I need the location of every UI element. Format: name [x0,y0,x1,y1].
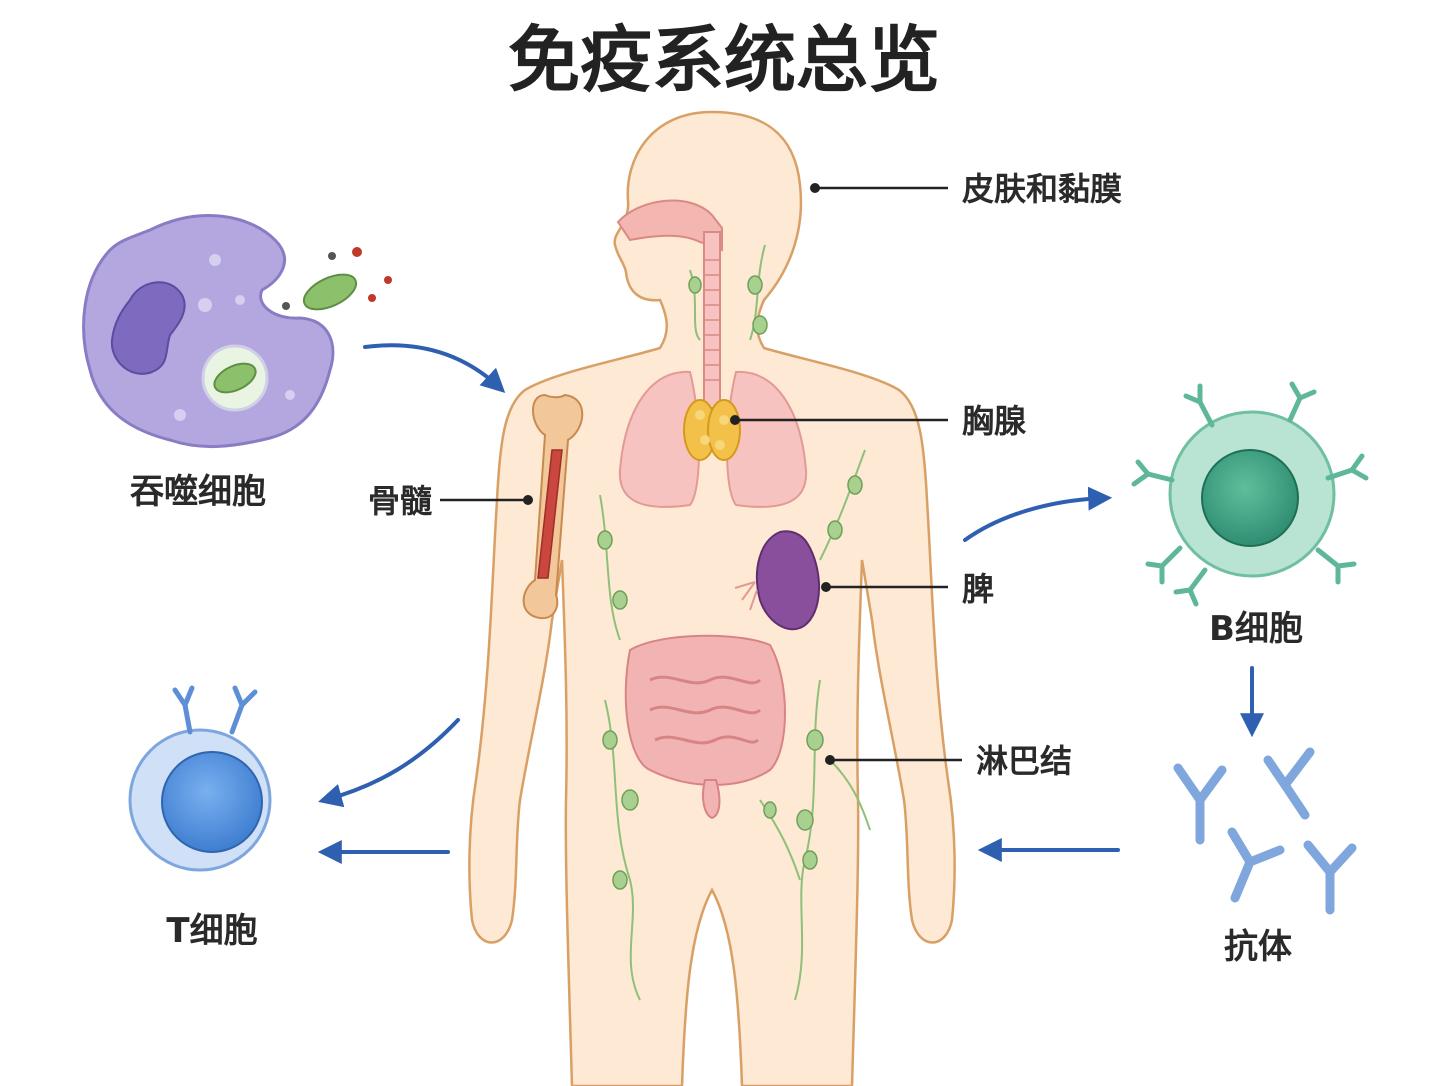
human-body [468,110,956,1086]
label-lymph-nodes: 淋巴结 [976,742,1072,780]
t-cell-receptor-icon [172,685,258,735]
b-cell-receptor-icon [1131,381,1369,607]
arrow-phagocyte-to-body [363,343,506,393]
label-t-cell: T细胞 [166,911,257,951]
flow-arrows [317,343,1264,864]
label-bone-marrow: 骨髓 [368,482,432,520]
thymus [683,399,741,461]
leader-thymus [730,415,948,425]
bacteria-icon [282,247,392,311]
label-phagocyte: 吞噬细胞 [130,472,266,512]
label-thymus: 胸腺 [962,402,1027,440]
label-b-cell: B细胞 [1209,609,1303,649]
leader-lymph-nodes [825,755,962,765]
antibody-icon [1227,827,1285,903]
nasal-cavity [616,199,723,252]
bone-marrow [537,449,563,579]
bone [522,393,584,620]
label-antibody: 抗体 [1224,927,1292,967]
antibody-icon [1303,840,1357,915]
intestines [624,634,786,820]
label-spleen: 脾 [962,570,994,608]
antibody-icon [1263,747,1315,820]
arrow-body-to-t-cell-upper [318,718,460,808]
leader-skin [810,183,948,193]
body-outline [468,110,956,1086]
spleen [756,530,821,631]
antibody-icon [1173,763,1227,845]
arrow-body-to-b-cell [963,486,1113,542]
b-cell [1131,381,1369,607]
lymph-nodes [597,275,863,890]
t-cell [128,685,272,872]
label-skin-mucosa: 皮肤和黏膜 [962,170,1122,208]
leader-bone-marrow [440,495,533,505]
phagocyte-cell [82,214,335,449]
leader-spleen [821,582,948,592]
antibody-icons [1173,747,1357,915]
page-title: 免疫系统总览 [508,18,940,102]
phagocyte-nucleus [110,281,186,375]
